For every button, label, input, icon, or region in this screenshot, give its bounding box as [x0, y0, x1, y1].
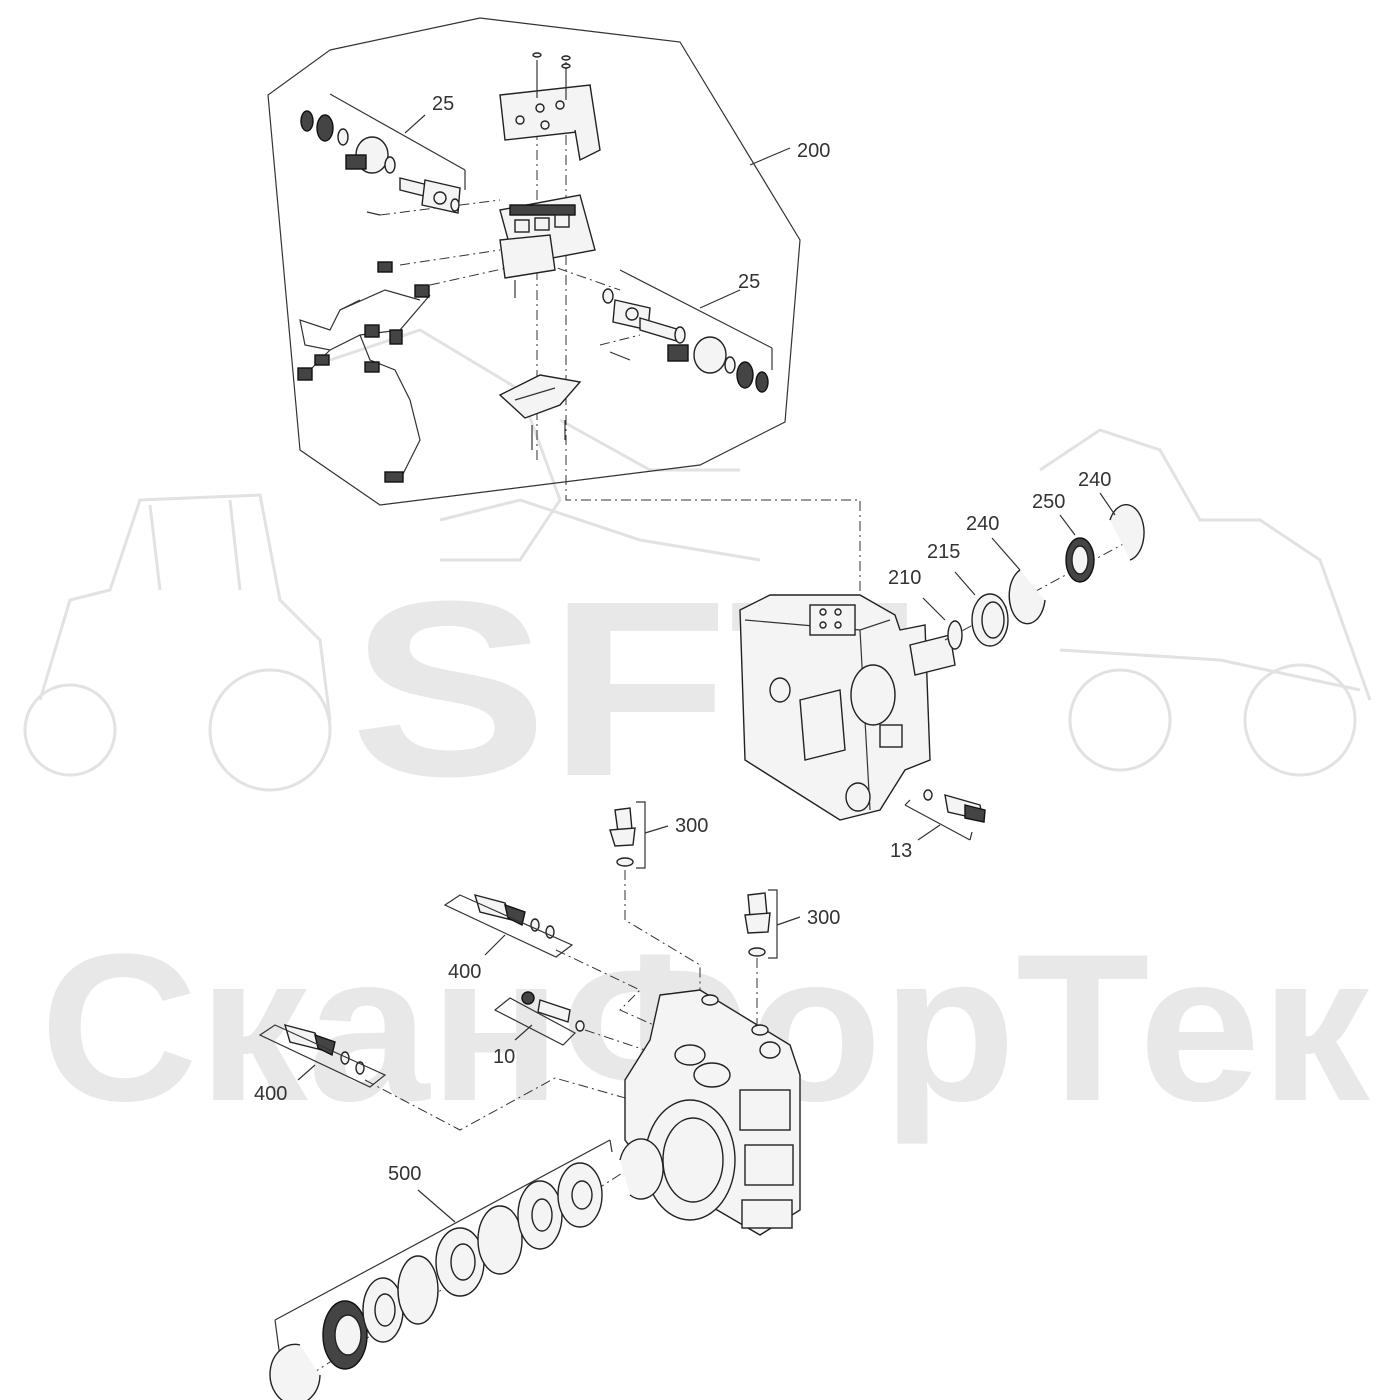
end-cover-housing	[624, 989, 801, 1236]
callout-13: 13	[890, 840, 912, 862]
watermark-excavator-right	[1039, 428, 1372, 777]
subassembly-200-outline	[267, 17, 801, 506]
circlip-500-b	[619, 1138, 664, 1200]
ring-210	[947, 620, 963, 650]
fitting-13	[904, 789, 986, 841]
callout-labels: 25 200 25 240 250 240 215 210 300 13 300…	[254, 93, 1111, 1185]
circlip-500-a	[269, 1343, 321, 1400]
callout-240-a: 240	[1078, 469, 1111, 491]
circlip-240-b	[1109, 503, 1145, 561]
callout-400-b: 400	[254, 1083, 287, 1105]
valve-block	[499, 194, 596, 298]
callout-10: 10	[493, 1046, 515, 1068]
callout-400-a: 400	[448, 961, 481, 983]
sensor-300-a	[609, 801, 701, 1000]
subassembly-200	[267, 17, 861, 600]
callout-250: 250	[1032, 491, 1065, 513]
pump-housing	[739, 534, 1141, 821]
callout-25-right: 25	[738, 271, 760, 293]
valve-400-b	[258, 1024, 651, 1131]
callout-215: 215	[927, 541, 960, 563]
callout-25-top: 25	[432, 93, 454, 115]
callout-240-b: 240	[966, 513, 999, 535]
callout-300-a: 300	[675, 815, 708, 837]
solenoid-assembly-left	[300, 110, 461, 216]
callout-210: 210	[888, 567, 921, 589]
callout-200: 200	[797, 140, 830, 162]
sensor-300-b	[744, 889, 801, 1028]
solenoid-assembly-right	[602, 288, 769, 393]
wiring-harness	[297, 261, 431, 483]
watermark-tractor-left	[23, 493, 332, 792]
callout-500: 500	[388, 1163, 421, 1185]
ring-500-a	[397, 1255, 439, 1325]
shaft-parts	[947, 503, 1145, 650]
top-bracket	[499, 52, 601, 162]
valve-400-a	[443, 894, 666, 1031]
circlip-240-a	[1008, 569, 1046, 625]
gasket-plate	[498, 374, 582, 450]
gear-stack-500	[269, 1138, 664, 1400]
callout-300-b: 300	[807, 907, 840, 929]
ring-500-b	[477, 1205, 523, 1275]
watermark-excavator-center	[329, 328, 761, 562]
